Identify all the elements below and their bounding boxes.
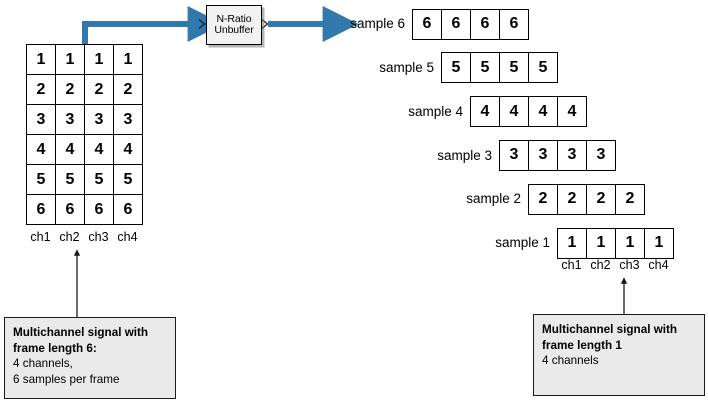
matrix-cell: 2 xyxy=(56,75,85,105)
sample-cell: 1 xyxy=(616,228,645,259)
callout-left-detail-line1: 4 channels, xyxy=(13,357,73,370)
callout-left-detail-line2: 6 samples per frame xyxy=(13,372,120,386)
sample-cell: 4 xyxy=(500,97,529,128)
matrix-cell: 6 xyxy=(114,195,143,225)
matrix-cell: 2 xyxy=(114,75,143,105)
sample-cell: 6 xyxy=(442,9,471,40)
matrix-cell: 3 xyxy=(27,105,56,135)
channel-label: ch3 xyxy=(619,258,640,272)
sample-cell: 5 xyxy=(471,53,500,84)
sample-row-label: sample 4 xyxy=(408,103,463,119)
sample-row-label: sample 6 xyxy=(350,16,405,32)
matrix-cell: 4 xyxy=(27,135,56,165)
sample-cell: 3 xyxy=(558,140,587,171)
block-output-port-icon xyxy=(261,19,269,29)
sample-cell: 4 xyxy=(529,97,558,128)
matrix-cell: 3 xyxy=(56,105,85,135)
sample-cell: 5 xyxy=(529,53,558,84)
sample-cell: 5 xyxy=(442,53,471,84)
matrix-cell: 6 xyxy=(27,195,56,225)
sample-cell: 4 xyxy=(558,97,587,128)
matrix-cell: 2 xyxy=(27,75,56,105)
matrix-cell: 3 xyxy=(114,105,143,135)
channel-label: ch2 xyxy=(59,230,80,244)
channel-label: ch3 xyxy=(88,230,109,244)
sample-cell: 5 xyxy=(500,53,529,84)
sample-cell: 6 xyxy=(471,9,500,40)
block-label-line2: Unbuffer xyxy=(214,24,254,36)
sample-cell: 2 xyxy=(587,184,616,215)
input-signal-arrow xyxy=(82,6,224,46)
channel-label: ch2 xyxy=(590,258,611,272)
sample-cell: 6 xyxy=(413,9,442,40)
sample-cell: 1 xyxy=(587,228,616,259)
callout-left-heading-line2: frame length 6: xyxy=(13,341,97,355)
matrix-cell: 4 xyxy=(56,135,85,165)
block-input-port-icon xyxy=(198,19,206,29)
matrix-cell: 1 xyxy=(85,45,114,75)
matrix-cell: 6 xyxy=(85,195,114,225)
matrix-cell: 5 xyxy=(85,165,114,195)
matrix-cell: 1 xyxy=(114,45,143,75)
matrix-cell: 5 xyxy=(27,165,56,195)
sample-row-label: sample 1 xyxy=(495,235,550,251)
callout-right-detail-line1: 4 channels xyxy=(542,354,599,367)
matrix-cell: 6 xyxy=(56,195,85,225)
sample-cell: 3 xyxy=(529,140,558,171)
matrix-cell: 4 xyxy=(114,135,143,165)
channel-label: ch4 xyxy=(117,230,138,244)
channel-label: ch1 xyxy=(30,230,51,244)
sample-row-label: sample 2 xyxy=(466,191,521,207)
channel-label: ch4 xyxy=(648,258,669,272)
channel-label: ch1 xyxy=(561,258,582,272)
sample-cell: 2 xyxy=(616,184,645,215)
matrix-cell: 5 xyxy=(114,165,143,195)
sample-row-label: sample 5 xyxy=(379,60,434,76)
matrix-cell: 1 xyxy=(56,45,85,75)
matrix-cell: 4 xyxy=(85,135,114,165)
matrix-cell: 3 xyxy=(85,105,114,135)
sample-cell: 3 xyxy=(587,140,616,171)
callout-output-description: Multichannel signal with frame length 1 … xyxy=(533,314,705,396)
callout-right-heading-line1: Multichannel signal with xyxy=(542,323,678,336)
sample-cell: 2 xyxy=(558,184,587,215)
sample-cell: 2 xyxy=(529,184,558,215)
n-ratio-unbuffer-block[interactable]: N-Ratio Unbuffer xyxy=(206,5,262,45)
sample-cell: 6 xyxy=(500,9,529,40)
matrix-cell: 5 xyxy=(56,165,85,195)
block-label-line1: N-Ratio xyxy=(216,13,252,25)
matrix-cell: 2 xyxy=(85,75,114,105)
callout-input-description: Multichannel signal with frame length 6:… xyxy=(4,317,176,399)
callout-left-heading-line1: Multichannel signal with xyxy=(13,326,149,339)
sample-cell: 4 xyxy=(471,97,500,128)
sample-cell: 3 xyxy=(500,140,529,171)
callout-right-heading-line2: frame length 1 xyxy=(542,338,622,352)
sample-row-label: sample 3 xyxy=(437,147,492,163)
sample-cell: 1 xyxy=(558,228,587,259)
input-channel-labels: ch1 ch2 ch3 ch4 xyxy=(26,231,142,244)
output-channel-labels: ch1 ch2 ch3 ch4 xyxy=(557,259,673,272)
sample-cell: 1 xyxy=(645,228,674,259)
matrix-cell: 1 xyxy=(27,45,56,75)
